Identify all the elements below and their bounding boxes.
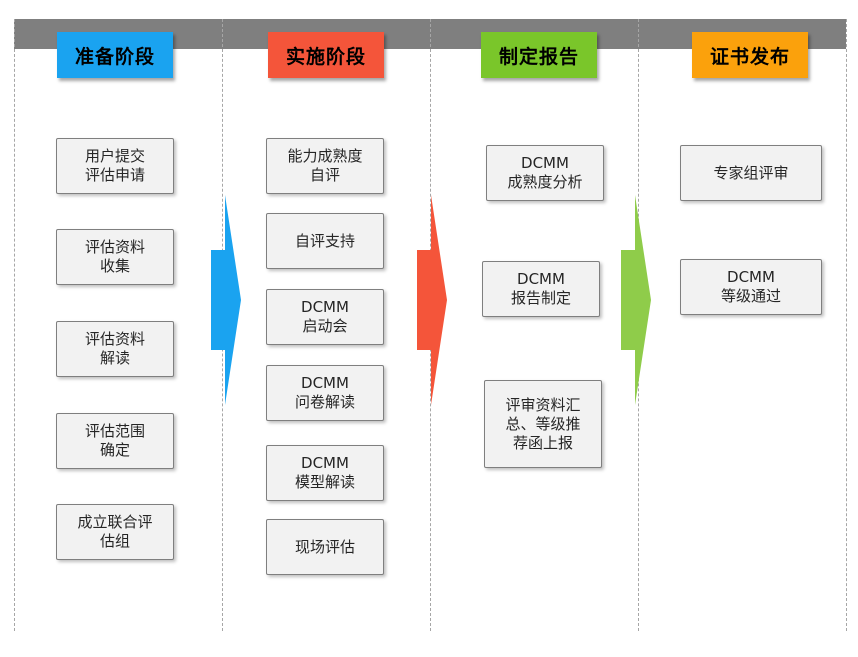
- step-box: 评估资料 收集: [56, 229, 174, 285]
- step-box: 评估范围 确定: [56, 413, 174, 469]
- step-box: 现场评估: [266, 519, 384, 575]
- step-box: 成立联合评 估组: [56, 504, 174, 560]
- column-divider: [14, 19, 15, 631]
- step-box: 用户提交 评估申请: [56, 138, 174, 194]
- column-divider: [846, 19, 847, 631]
- step-box: DCMM 启动会: [266, 289, 384, 345]
- stage-header-certificate: 证书发布: [692, 32, 808, 78]
- stage-header-report: 制定报告: [481, 32, 597, 78]
- step-box: DCMM 模型解读: [266, 445, 384, 501]
- step-box: 评估资料 解读: [56, 321, 174, 377]
- arrow-right-icon: [211, 195, 241, 405]
- stage-header-implement: 实施阶段: [268, 32, 384, 78]
- step-box: DCMM 问卷解读: [266, 365, 384, 421]
- arrow-right-icon: [621, 195, 651, 405]
- step-box: DCMM 报告制定: [482, 261, 600, 317]
- arrow-right-icon: [417, 195, 447, 405]
- step-box: DCMM 等级通过: [680, 259, 822, 315]
- step-box: 专家组评审: [680, 145, 822, 201]
- step-box: DCMM 成熟度分析: [486, 145, 604, 201]
- step-box: 自评支持: [266, 213, 384, 269]
- step-box: 能力成熟度 自评: [266, 138, 384, 194]
- step-box: 评审资料汇 总、等级推 荐函上报: [484, 380, 602, 468]
- stage-header-prepare: 准备阶段: [57, 32, 173, 78]
